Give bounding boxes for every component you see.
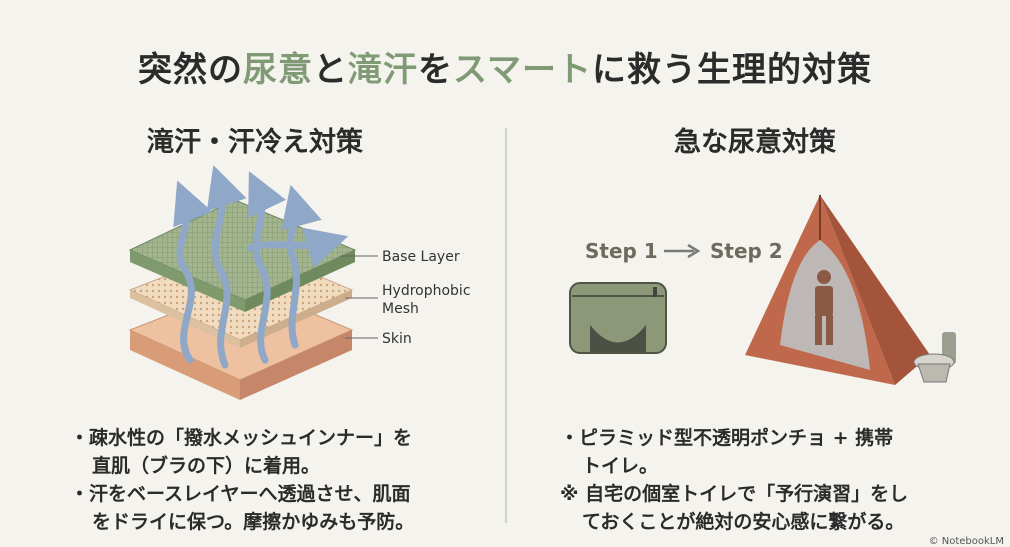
right-bullet-1: ・ピラミッド型不透明ポンチョ + 携帯トイレ。 [560, 427, 894, 477]
right-section-heading: 急な尿意対策 [674, 127, 836, 158]
sweat-arrows [173, 165, 349, 369]
label-mesh-line2: Mesh [382, 301, 419, 317]
left-bullets: ・疎水性の「撥水メッシュインナー」を直肌（ブラの下）に着用。 ・汗をベースレイヤ… [70, 424, 490, 536]
title-highlight-smart: スマート [453, 50, 592, 90]
toilet-pouch-icon [569, 282, 667, 354]
left-section-heading: 滝汗・汗冷え対策 [147, 127, 363, 158]
label-skin: Skin [382, 331, 412, 347]
credit-text: © NotebookLM [928, 536, 1004, 547]
step-2-label: Step 2 [710, 239, 783, 263]
left-bullet-1: ・疎水性の「撥水メッシュインナー」を直肌（ブラの下）に着用。 [70, 427, 413, 477]
step-1-label: Step 1 [585, 239, 658, 263]
page-title: 突然の尿意と滝汗をスマートに救う生理的対策 [138, 50, 872, 90]
toilet-icon [913, 332, 956, 383]
column-divider [505, 128, 507, 523]
label-mesh-line1: Hydrophobic [382, 283, 471, 299]
title-highlight-urine: 尿意 [243, 50, 313, 90]
person-icon [815, 270, 833, 345]
step-arrow-icon [664, 243, 701, 259]
right-note: ※ 自宅の個室トイレで「予行演習」をしておくことが絶対の安心感に繋がる。 [560, 483, 909, 533]
right-bullets: ・ピラミッド型不透明ポンチョ + 携帯トイレ。 ※ 自宅の個室トイレで「予行演習… [560, 424, 990, 536]
label-base-layer: Base Layer [382, 249, 460, 265]
title-highlight-sweat: 滝汗 [348, 50, 418, 90]
poncho-tent-icon [745, 195, 930, 385]
left-bullet-2: ・汗をベースレイヤーへ透過させ、肌面をドライに保つ。摩擦かゆみも予防。 [70, 483, 415, 533]
